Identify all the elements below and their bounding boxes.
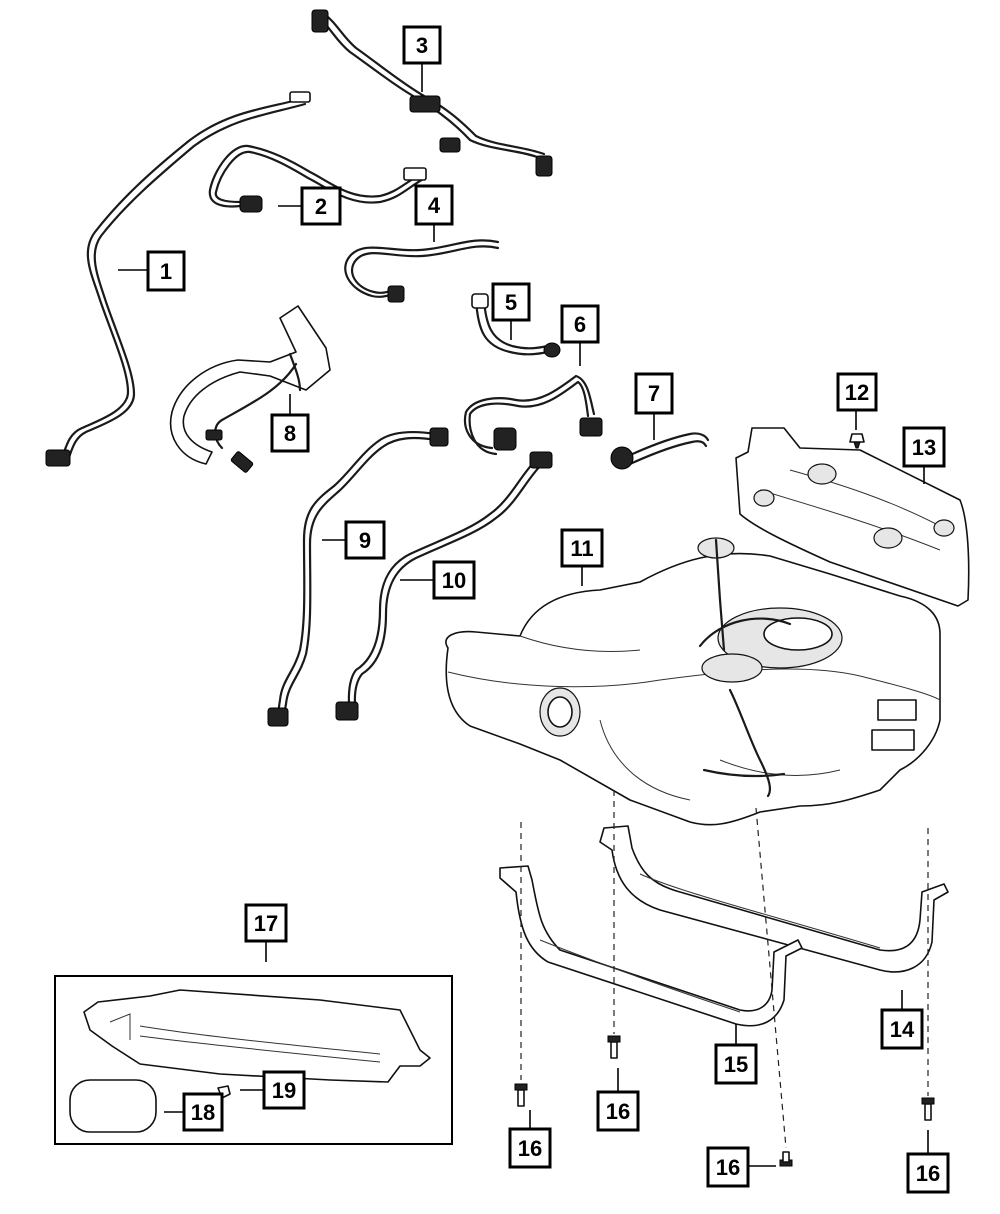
part-5-hose <box>471 293 561 358</box>
callout-16: 16 <box>906 1152 950 1194</box>
svg-text:15: 15 <box>724 1052 748 1077</box>
svg-text:4: 4 <box>428 193 441 218</box>
callout-16: 16 <box>508 1127 552 1169</box>
part-12-clip <box>849 433 865 449</box>
svg-text:17: 17 <box>254 911 278 936</box>
svg-text:18: 18 <box>191 1100 215 1125</box>
callout-19: 19 <box>262 1070 306 1110</box>
svg-text:16: 16 <box>518 1136 542 1161</box>
part-11-fuel-tank <box>445 537 941 826</box>
part-3-fuel-line <box>311 9 553 177</box>
callout-13: 13 <box>902 426 946 468</box>
part-9-fuel-line <box>267 427 449 727</box>
callout-7: 7 <box>634 372 674 415</box>
callout-14: 14 <box>880 1008 924 1050</box>
part-8-filler-hose <box>169 305 331 473</box>
callout-9: 9 <box>344 520 386 560</box>
svg-text:16: 16 <box>916 1161 940 1186</box>
part-4-fuel-line <box>344 239 500 303</box>
svg-text:14: 14 <box>890 1017 915 1042</box>
svg-text:12: 12 <box>845 380 869 405</box>
part-6-fuel-line <box>463 374 603 456</box>
part-10-fuel-line <box>335 451 553 721</box>
part-14-tank-strap <box>599 825 949 973</box>
part-2-fuel-line <box>208 144 427 213</box>
svg-text:16: 16 <box>606 1099 630 1124</box>
callout-16: 16 <box>596 1090 640 1132</box>
svg-text:9: 9 <box>359 528 371 553</box>
part-7-hose <box>610 432 710 470</box>
callout-8: 8 <box>270 413 310 453</box>
svg-text:5: 5 <box>505 290 517 315</box>
part-13-heat-shield <box>735 427 970 607</box>
callout-3: 3 <box>402 25 442 65</box>
part-16-bolts <box>514 790 935 1167</box>
part-15-tank-strap <box>499 865 803 1027</box>
callout-12: 12 <box>836 372 878 412</box>
svg-text:11: 11 <box>570 536 593 561</box>
leader-lines <box>118 63 929 1167</box>
svg-text:19: 19 <box>272 1078 296 1103</box>
callout-5: 5 <box>491 282 531 322</box>
callout-10: 10 <box>432 560 476 600</box>
bolt-icon <box>514 1083 528 1107</box>
svg-text:3: 3 <box>416 33 428 58</box>
part-18-pad <box>69 1079 157 1133</box>
callout-18: 18 <box>182 1092 224 1132</box>
svg-text:2: 2 <box>315 194 327 219</box>
svg-text:8: 8 <box>284 421 296 446</box>
svg-text:6: 6 <box>574 312 586 337</box>
svg-text:16: 16 <box>716 1155 740 1180</box>
callout-11: 11 <box>560 528 604 568</box>
svg-text:13: 13 <box>912 435 936 460</box>
svg-text:10: 10 <box>442 568 466 593</box>
callout-16: 16 <box>706 1146 750 1188</box>
bolt-icon <box>607 1035 621 1059</box>
callout-4: 4 <box>414 184 454 226</box>
callout-2: 2 <box>300 186 342 226</box>
callout-6: 6 <box>560 304 600 344</box>
part-1-fuel-line <box>45 91 311 467</box>
callout-15: 15 <box>714 1043 758 1085</box>
callout-1: 1 <box>146 250 186 292</box>
part-17-detail-box <box>54 975 453 1145</box>
svg-text:1: 1 <box>160 259 172 284</box>
callout-17: 17 <box>244 903 288 943</box>
svg-text:7: 7 <box>648 381 660 406</box>
bolt-icon <box>779 1151 793 1167</box>
bolt-icon <box>921 1097 935 1121</box>
